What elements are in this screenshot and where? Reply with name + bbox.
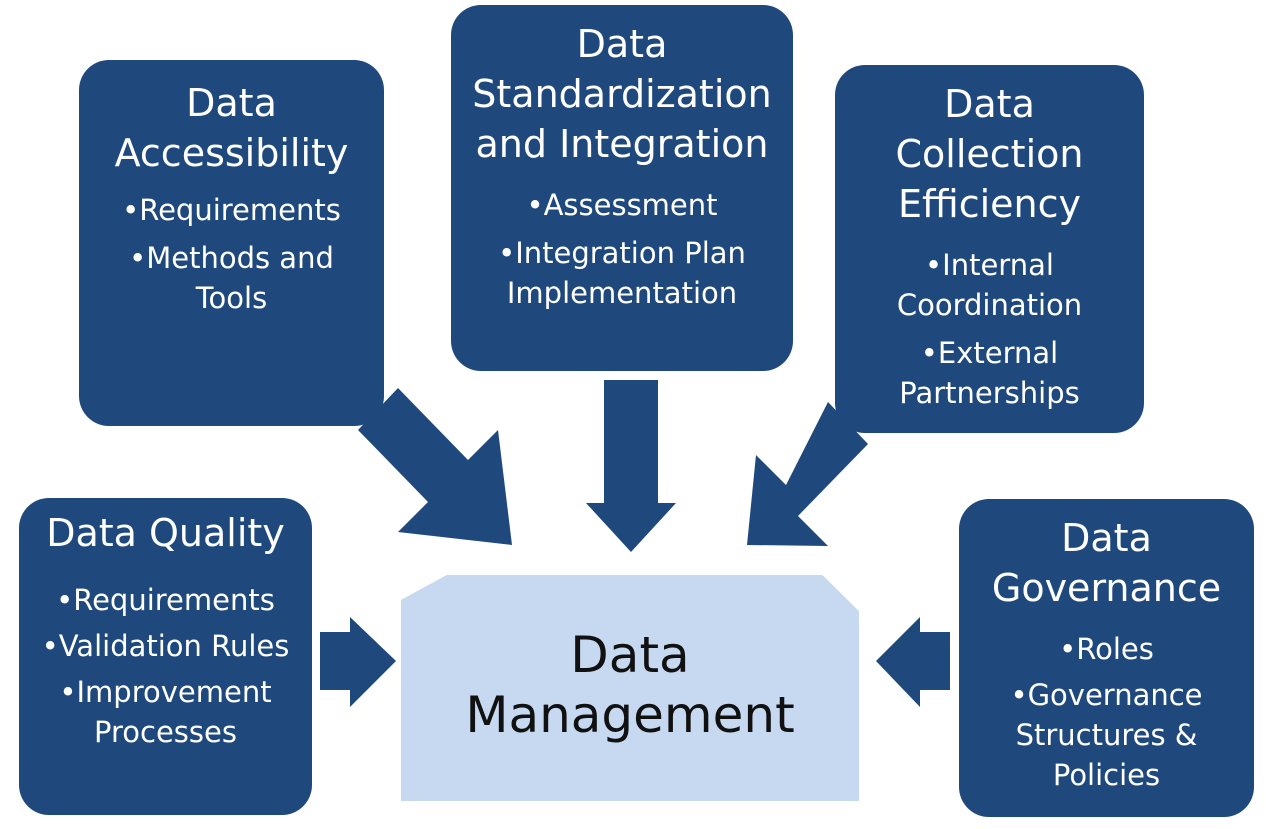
title-line: Management [465, 686, 795, 744]
list-item: Methods and Tools [97, 238, 366, 318]
title-line: Standardization [472, 72, 772, 116]
title-line: Data Quality [46, 511, 285, 555]
data-standardization-box: Data Standardization and Integration Ass… [451, 5, 793, 371]
data-accessibility-box: Data Accessibility Requirements Methods … [79, 60, 384, 426]
arrow-collection-to-management [747, 402, 868, 546]
bullet-list: Roles Governance Structures & Policies [959, 629, 1254, 795]
data-quality-box: Data Quality Requirements Validation Rul… [19, 498, 312, 815]
title-line: and Integration [475, 122, 769, 166]
box-title: Data Quality [19, 508, 312, 558]
data-collection-box: Data Collection Efficiency Internal Coor… [835, 65, 1144, 433]
bullet-list: Assessment Integration Plan Implementati… [451, 185, 793, 313]
list-item: Improvement Processes [33, 672, 298, 752]
box-title: Data Governance [959, 513, 1254, 613]
list-item: Validation Rules [33, 626, 298, 666]
arrow-standardization-to-management [586, 380, 676, 552]
center-title: Data Management [401, 575, 859, 745]
bullet-list: Internal Coordination External Partnersh… [835, 245, 1144, 413]
title-line: Accessibility [114, 131, 349, 175]
title-line: Governance [991, 566, 1222, 610]
list-item: Integration Plan Implementation [479, 233, 765, 313]
box-title: Data Standardization and Integration [451, 19, 793, 169]
bullet-list: Requirements Validation Rules Improvemen… [19, 580, 312, 752]
title-line: Collection [895, 132, 1084, 176]
list-item: External Partnerships [865, 333, 1114, 413]
bullet-list: Requirements Methods and Tools [79, 190, 384, 318]
arrow-quality-to-management [320, 617, 396, 707]
box-title: Data Collection Efficiency [835, 79, 1144, 229]
arrow-accessibility-to-management [358, 388, 512, 545]
list-item: Assessment [479, 185, 765, 225]
box-title: Data Accessibility [79, 78, 384, 178]
title-line: Data [186, 81, 277, 125]
title-line: Data [1061, 516, 1152, 560]
arrow-governance-to-management [876, 617, 950, 707]
title-line: Data [944, 82, 1035, 126]
list-item: Internal Coordination [865, 245, 1114, 325]
data-governance-box: Data Governance Roles Governance Structu… [959, 499, 1254, 817]
list-item: Requirements [97, 190, 366, 230]
list-item: Roles [989, 629, 1224, 669]
list-item: Requirements [33, 580, 298, 620]
title-line: Efficiency [897, 182, 1082, 226]
list-item: Governance Structures & Policies [989, 675, 1224, 795]
data-management-center: Data Management [401, 575, 859, 801]
title-line: Data [570, 626, 690, 684]
title-line: Data [576, 22, 668, 66]
